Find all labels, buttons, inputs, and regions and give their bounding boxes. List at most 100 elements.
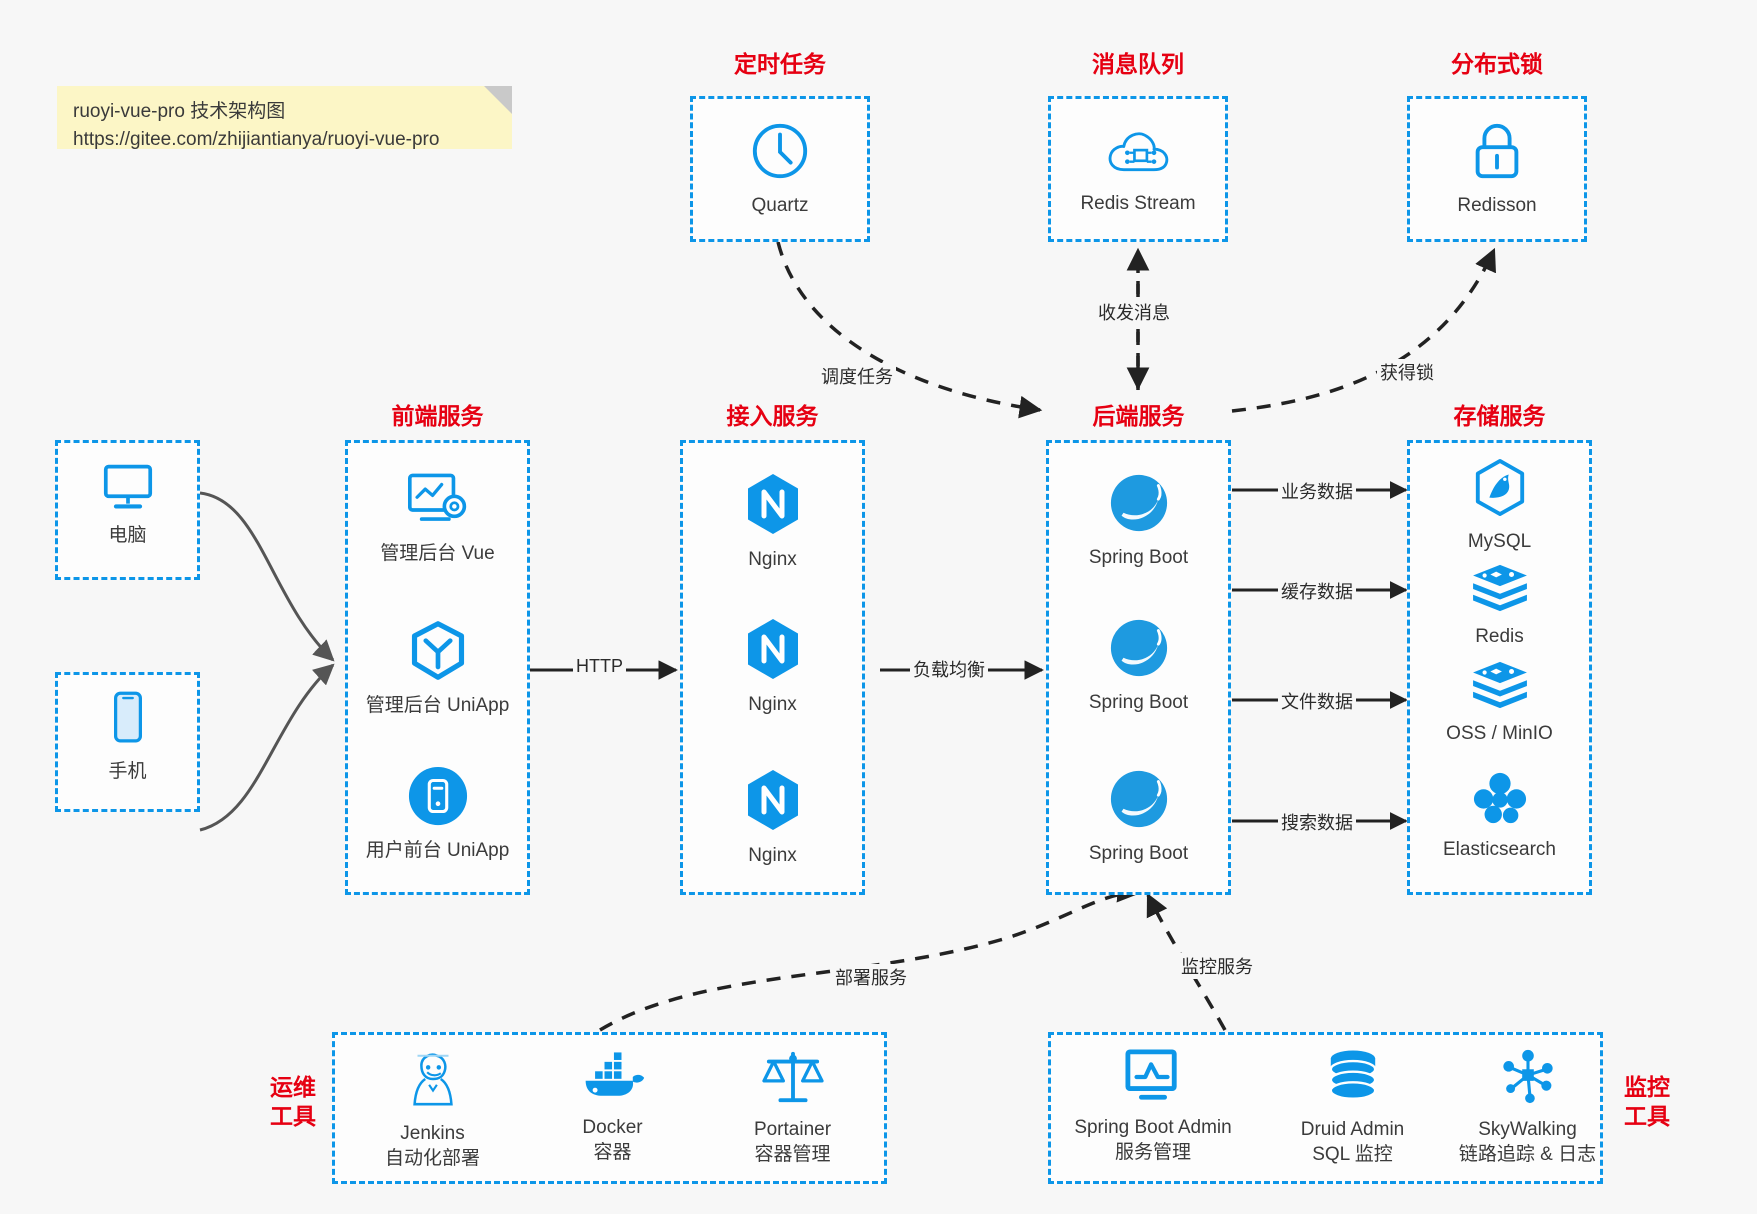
- portainer-scales-icon: [761, 1048, 825, 1111]
- node-sublabel: 服务管理: [1114, 1141, 1191, 1163]
- node-user-uniapp[interactable]: 用户前台 UniApp: [345, 765, 530, 864]
- node-label: Elasticsearch: [1443, 839, 1556, 860]
- jenkins-icon: [402, 1048, 464, 1115]
- node-docker[interactable]: Docker 容器: [525, 1048, 700, 1165]
- group-title-monitor: 监控 工具: [1612, 1073, 1682, 1131]
- node-label: Spring Boot Admin: [1074, 1117, 1232, 1138]
- monitor-title-line-2: 工具: [1624, 1102, 1670, 1129]
- edge-label-business-data: 业务数据: [1278, 478, 1356, 504]
- clock-icon: [749, 120, 811, 187]
- skywalking-node-icon: [1497, 1048, 1559, 1111]
- node-oss-minio[interactable]: OSS / MinIO: [1407, 660, 1592, 747]
- edge-label-search-data: 搜索数据: [1278, 809, 1356, 835]
- node-sublabel: SQL 监控: [1312, 1143, 1393, 1165]
- node-label: Portainer: [753, 1119, 832, 1140]
- node-label: Spring Boot: [1088, 843, 1189, 864]
- node-label: Redisson: [1457, 195, 1537, 216]
- note-url: https://gitee.com/zhijiantianya/ruoyi-vu…: [73, 128, 440, 150]
- spring-boot-icon: [1108, 617, 1170, 684]
- edge-label-acquire-lock: 获得锁: [1377, 359, 1437, 385]
- node-spring-boot-admin[interactable]: Spring Boot Admin 服务管理: [1058, 1048, 1248, 1165]
- group-box-scheduler: [690, 96, 870, 242]
- node-spring-boot-1[interactable]: Spring Boot: [1046, 472, 1231, 571]
- group-box-monitor: [1048, 1032, 1603, 1184]
- group-title-backend: 后端服务: [1092, 403, 1185, 429]
- node-elasticsearch[interactable]: Elasticsearch: [1407, 770, 1592, 863]
- node-label: Spring Boot: [1088, 692, 1189, 713]
- node-spring-boot-2[interactable]: Spring Boot: [1046, 617, 1231, 716]
- edge-label-cache-data: 缓存数据: [1278, 578, 1356, 604]
- node-label: Nginx: [748, 694, 797, 715]
- node-label: SkyWalking: [1478, 1119, 1577, 1140]
- node-label: Jenkins: [400, 1123, 465, 1144]
- devops-title-line-1: 运维: [270, 1074, 316, 1100]
- node-druid-admin[interactable]: Druid Admin SQL 监控: [1265, 1048, 1440, 1167]
- node-label: Nginx: [748, 549, 797, 570]
- node-label: 管理后台 Vue: [380, 543, 495, 564]
- dashboard-gear-icon: [405, 470, 471, 535]
- node-label: Quartz: [751, 195, 809, 216]
- edge-label-monitor-service: 监控服务: [1178, 953, 1256, 979]
- node-label: Nginx: [748, 845, 797, 866]
- node-desktop[interactable]: 电脑: [55, 462, 200, 549]
- desktop-monitor-icon: [100, 462, 156, 517]
- elasticsearch-icon: [1470, 770, 1530, 831]
- node-spring-boot-3[interactable]: Spring Boot: [1046, 768, 1231, 867]
- node-redis-stream[interactable]: Redis Stream: [1048, 122, 1228, 217]
- group-title-lock: 分布式锁: [1451, 51, 1543, 77]
- node-label: OSS / MinIO: [1446, 723, 1553, 744]
- group-title-frontend: 前端服务: [391, 403, 484, 429]
- spring-boot-icon: [1108, 472, 1170, 539]
- node-portainer[interactable]: Portainer 容器管理: [705, 1048, 880, 1167]
- node-label: 手机: [108, 761, 147, 782]
- docker-icon: [580, 1048, 646, 1109]
- lock-icon: [1468, 120, 1526, 187]
- node-sublabel: 自动化部署: [384, 1147, 480, 1169]
- node-label: Redis Stream: [1080, 193, 1196, 214]
- node-nginx-3[interactable]: Nginx: [680, 768, 865, 869]
- edge-label-schedule-task: 调度任务: [818, 363, 896, 389]
- node-label: Spring Boot: [1088, 547, 1189, 568]
- nginx-icon: [744, 617, 802, 686]
- node-admin-vue[interactable]: 管理后台 Vue: [345, 470, 530, 567]
- node-sublabel: 容器: [593, 1141, 632, 1163]
- node-label: 电脑: [108, 525, 147, 546]
- nginx-icon: [744, 472, 802, 541]
- monitor-chart-icon: [1122, 1048, 1184, 1109]
- uniapp-hexagon-icon: [408, 620, 468, 687]
- node-label: Druid Admin: [1300, 1119, 1405, 1140]
- node-admin-uniapp[interactable]: 管理后台 UniApp: [345, 620, 530, 719]
- node-mobile[interactable]: 手机: [55, 690, 200, 785]
- note-fold-corner: [484, 86, 512, 114]
- mobile-circle-icon: [407, 765, 469, 832]
- note-title: ruoyi-vue-pro 技术架构图: [73, 101, 286, 122]
- group-title-mq: 消息队列: [1092, 51, 1184, 77]
- devops-title-line-2: 工具: [270, 1102, 316, 1129]
- mobile-phone-icon: [108, 690, 148, 753]
- node-nginx-1[interactable]: Nginx: [680, 472, 865, 573]
- node-label: Redis: [1475, 626, 1524, 647]
- info-note: ruoyi-vue-pro 技术架构图 https://gitee.com/zh…: [57, 86, 512, 150]
- node-quartz[interactable]: Quartz: [690, 120, 870, 219]
- database-stack-icon: [1325, 1048, 1381, 1111]
- oss-minio-icon: [1469, 660, 1531, 715]
- edge-label-http: HTTP: [573, 656, 626, 677]
- node-mysql[interactable]: MySQL: [1407, 458, 1592, 555]
- node-sublabel: 链路追踪 & 日志: [1458, 1143, 1597, 1165]
- node-label: 管理后台 UniApp: [365, 695, 510, 716]
- node-redisson[interactable]: Redisson: [1407, 120, 1587, 219]
- group-title-storage: 存储服务: [1453, 403, 1546, 429]
- node-label: Docker: [582, 1117, 643, 1138]
- group-title-devops: 运维 工具: [258, 1073, 328, 1131]
- spring-boot-icon: [1108, 768, 1170, 835]
- node-jenkins[interactable]: Jenkins 自动化部署: [345, 1048, 520, 1171]
- node-nginx-2[interactable]: Nginx: [680, 617, 865, 718]
- group-title-gateway: 接入服务: [726, 403, 819, 429]
- node-label: 用户前台 UniApp: [365, 840, 510, 861]
- node-skywalking[interactable]: SkyWalking 链路追踪 & 日志: [1435, 1048, 1620, 1167]
- node-label: MySQL: [1467, 531, 1532, 552]
- group-box-client-desktop: [55, 440, 200, 580]
- mysql-icon: [1472, 458, 1528, 523]
- node-redis[interactable]: Redis: [1407, 563, 1592, 650]
- monitor-title-line-1: 监控: [1624, 1074, 1670, 1100]
